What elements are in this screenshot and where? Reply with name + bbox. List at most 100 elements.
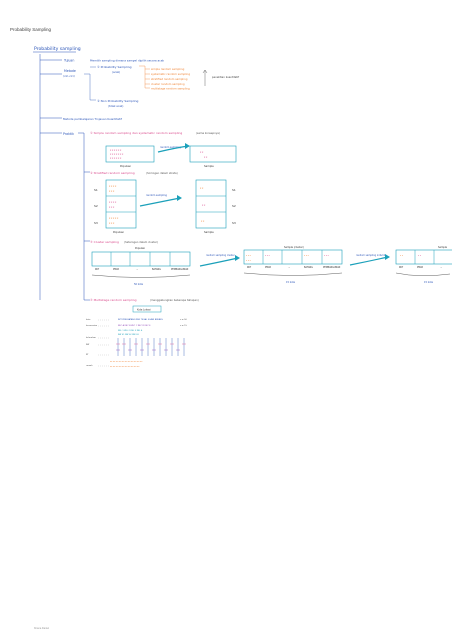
svg-text:xx xx xx xx xx xx xx xx xx xx: xx xx xx xx xx xx xx xx xx xx [110, 366, 140, 368]
srs-sample-label: Sample [204, 164, 214, 168]
cl2-cell-3: ... [288, 266, 290, 269]
metode-pembelajaran: Metode pembelajaran Tinjauan Kuantitatif [63, 117, 123, 121]
svg-text:RKT PMB BATANG PBG TEGAL: RKT PMB BATANG PBG TEGAL SLAWI BREBES [118, 318, 163, 321]
cl-title: ③ Cluster sampling [90, 240, 119, 244]
srs-arrow-label: random sampling [160, 146, 181, 149]
list-item-5: multistage random sampling [151, 87, 190, 91]
side-note: penelitian kuantitatif [212, 75, 239, 79]
srs-note: (sama konsepnya) [196, 131, 220, 135]
cl-count2: 15 kota [286, 281, 296, 284]
cl-popbox-label: Populasi [135, 247, 145, 250]
svg-text:xx xx xx xx xx xx xx xx xx xx: xx xx xx xx xx xx xx xx xx xx xx [110, 361, 143, 363]
cl-arrow-label: random sampling cluster [206, 254, 235, 257]
list-item-2: systematic random sampling [151, 72, 190, 76]
svg-text:x x x x x: x x x x x [109, 217, 119, 220]
cl2-cell-1: RKT [247, 266, 252, 269]
str-arrow [139, 197, 181, 207]
str-sample-s1: S1 [232, 188, 236, 192]
ms-level-kota: kota [86, 318, 91, 321]
str-arrow-label: random sampling [146, 194, 167, 197]
cl-sample3-box [395, 249, 452, 265]
ms-rumah-row: xx xx xx xx xx xx xx xx xx xx xx xx xx x… [110, 361, 143, 368]
cl2-cell-2: PMLB [265, 266, 271, 269]
str-population-box [105, 179, 137, 229]
svg-text:x x x x x x x: x x x x x x x [110, 153, 124, 156]
str-sample-box [195, 179, 227, 229]
ms-level-labels: kota kecamatan kelurahan RW RT rumah [86, 318, 98, 367]
cl-cell-2: PMLB [113, 268, 119, 271]
svg-text:x x x: x x x [109, 222, 115, 225]
tree-line-main [39, 54, 62, 300]
svg-text:x x x: x x x [246, 260, 252, 262]
str-label-s3: S3 [94, 221, 98, 225]
str-sample-s3: S3 [232, 221, 236, 225]
str-sample-s2: S2 [232, 204, 236, 208]
ms-top-box [132, 305, 162, 313]
str-title: ② Stratified random sampling [90, 171, 135, 175]
metode-sub: (ciri-ciri) [63, 74, 75, 78]
svg-text:x x: x x [400, 255, 404, 257]
praktik-label: Praktik [63, 132, 74, 136]
cl2-cell-5: PEMBANGUNAN [323, 266, 341, 269]
svg-text:x x x x x x: x x x x x x [110, 157, 122, 160]
svg-text:x x: x x [418, 255, 422, 257]
cl-cell-3: ... [136, 268, 138, 271]
svg-text:x x x: x x x [246, 255, 252, 257]
praktik-branch [78, 132, 90, 301]
ms-title: ④ Multistage random sampling [90, 298, 137, 302]
svg-text:x x: x x [200, 151, 204, 154]
metode-label: Metode [64, 69, 76, 73]
str-population-label: Populasi [113, 230, 124, 234]
str-note: (homogen dalam strata) [146, 171, 178, 175]
list-item-4: cluster random sampling [151, 82, 185, 86]
str-label-s2: S2 [94, 204, 98, 208]
srs-population-box [105, 145, 155, 163]
nonprob-item: ② Non Probability Sampling [97, 99, 139, 103]
cl-arrow2-label: random sampling individu [356, 254, 387, 257]
ms-tag-1: n = 50 [180, 319, 187, 321]
svg-text:x x x x x x: x x x x x x [110, 149, 122, 152]
ms-note: (menggabungkan beberapa tahapan) [150, 298, 199, 302]
svg-text:x x x: x x x [304, 255, 310, 257]
srs-population-label: Populasi [120, 164, 131, 168]
cl-arrow [199, 257, 239, 267]
cl-cell-5: PEMBANGUNAN [171, 268, 189, 271]
svg-text:x x x: x x x [109, 190, 115, 193]
cl3-cell-3: ... [440, 266, 442, 269]
ms-level-kecamatan: kecamatan [86, 324, 98, 327]
nonprob-sub: (tidak acak) [108, 104, 123, 108]
cl3-cell-1: RKT [399, 266, 404, 269]
svg-text:KEL 1 KEL 2 KEL 3 KEL 4: KEL 1 KEL 2 KEL 3 KEL 4 [118, 330, 143, 332]
list-item-1: simple random sampling [151, 67, 185, 71]
footer-credit: Kirana Daniel [34, 627, 50, 630]
srs-sample-box [189, 145, 237, 163]
tujuan-text: Memilih sampling dimana sampel dipilih s… [90, 59, 164, 63]
ms-level-rumah: rumah [86, 364, 93, 367]
prob-sub: (acak) [112, 70, 120, 74]
cl-count: 50 kota [134, 283, 144, 286]
ms-level-kelurahan: kelurahan [86, 336, 97, 339]
svg-text:x x: x x [200, 187, 204, 190]
cl-note: (heterogen dalam cluster) [124, 240, 158, 244]
svg-text:x x x: x x x [109, 206, 115, 209]
tujuan-label: Tujuan [63, 59, 74, 63]
ms-tag-2: n = 15 [180, 325, 187, 327]
str-sample-label: Sample [204, 230, 214, 234]
cl-count3: 15 kota [424, 281, 434, 284]
prob-item: ① Probability Sampling [97, 65, 132, 69]
cl2-cell-4: BATANG [304, 266, 313, 269]
srs-title: ① Simple random sampling dan systematic … [90, 131, 182, 135]
str-label-s1: S1 [94, 188, 98, 192]
list-item-3: stratified random sampling [151, 77, 188, 81]
svg-text:RW 01 RW 02 RW 03: RW 01 RW 02 RW 03 [118, 334, 139, 336]
svg-text:x x: x x [202, 204, 206, 207]
svg-text:x x: x x [204, 156, 208, 159]
svg-text:x x x: x x x [265, 255, 271, 257]
cl-cell-1: RKT [95, 268, 100, 271]
cl3-cell-2: PMLB [417, 266, 423, 269]
ms-level-rt: RT [86, 354, 89, 356]
notes-heading: Probability sampling [34, 46, 81, 52]
ms-top-label: Kota Lokasi [137, 309, 151, 312]
cl-population-box [91, 251, 191, 267]
